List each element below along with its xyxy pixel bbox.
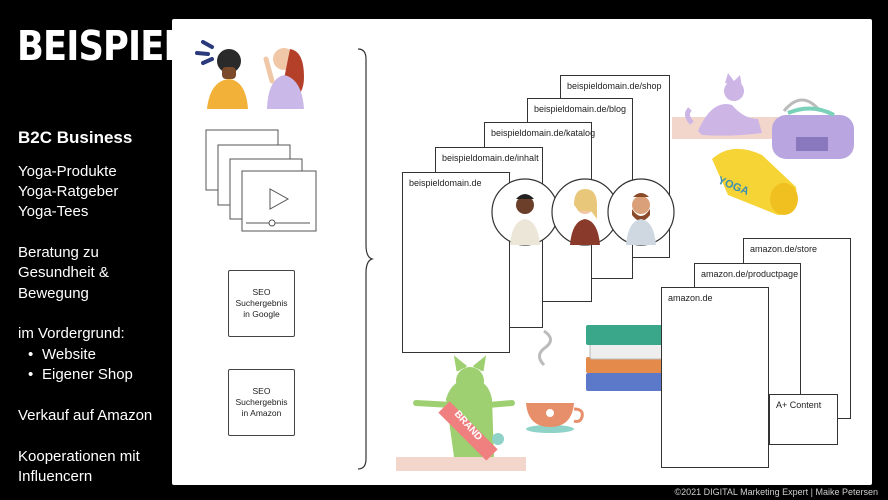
amazon-page-main: amazon.de [661,287,769,468]
grouping-brace [357,48,374,470]
sidebar: BEISPIEL B2C Business Yoga-Produkte Yoga… [0,0,186,500]
brand-cat-illustration: BRAND [396,355,526,471]
diagram-illustrations: YOGA BRAND [195,40,854,471]
yoga-cat-illustration [672,73,778,139]
advice-line: Bewegung [18,285,89,302]
slide-title: BEISPIEL [17,22,186,70]
aplus-content-page: A+ Content [769,394,838,445]
domain-page-home: beispieldomain.de [402,172,510,353]
influencer-people-illustration [195,40,304,109]
cooperation-line: Kooperationen mit [18,448,140,465]
product-line: Yoga-Produkte [18,163,117,180]
gym-bag-illustration [772,98,854,159]
product-line: Yoga-Ratgeber [18,183,119,200]
foreground-item: Website [28,345,96,365]
product-line: Yoga-Tees [18,203,89,220]
foreground-label: im Vordergrund: [18,325,125,342]
tea-cup-illustration [526,329,584,433]
video-stack-illustration [205,129,317,232]
foreground-item: Eigener Shop [28,365,133,385]
amazon-sale-line: Verkauf auf Amazon [18,407,153,424]
advice-line: Beratung zu [18,244,99,261]
footer-credit: ©2021 DIGITAL Marketing Expert | Maike P… [674,487,878,497]
business-heading: B2C Business [18,128,133,147]
advice-line: Gesundheit & [18,264,109,281]
seo-amazon-box: SEO Suchergebnis in Amazon [228,369,295,436]
diagram-canvas: YOGA BRAND SEO Suche [172,19,872,485]
seo-google-box: SEO Suchergebnis in Google [228,270,295,337]
cooperation-line: Influencern [18,468,93,485]
books-illustration [586,325,672,391]
